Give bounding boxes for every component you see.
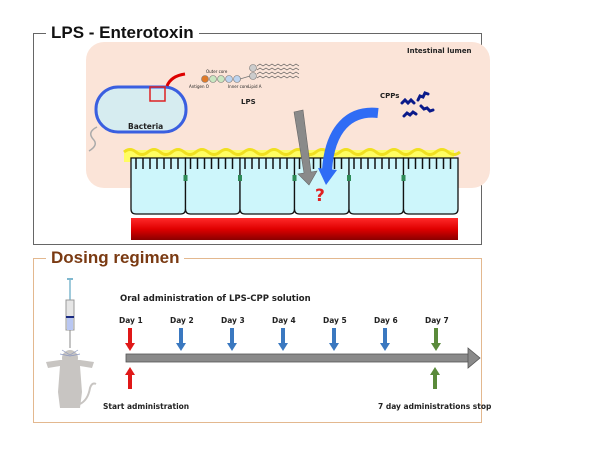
tight-junction [292, 175, 297, 181]
lumen-label: Intestinal lumen [407, 47, 472, 55]
lps-strand [165, 72, 186, 87]
day-arrow [227, 328, 237, 351]
bacteria-flagellum [88, 126, 98, 152]
day-arrow [431, 328, 441, 351]
lps-structure [201, 63, 300, 83]
bacteria-label: Bacteria [128, 122, 164, 131]
timeline-arrow [125, 347, 481, 369]
unknown-uptake-question: ? [315, 186, 325, 206]
panel2-border [33, 258, 482, 423]
outer-core-label: Outer core [206, 69, 228, 74]
day-label: Day 1 [119, 316, 143, 325]
epithelium [130, 157, 459, 215]
day-arrow [380, 328, 390, 351]
day-arrow [176, 328, 186, 351]
cpp-arrow [318, 107, 379, 185]
mouse-icon [46, 349, 97, 408]
day-label: Day 4 [272, 316, 296, 325]
day-label: Day 2 [170, 316, 194, 325]
day-label: Day 6 [374, 316, 398, 325]
stop-administration-label: 7 day administrations stop [378, 402, 492, 411]
day-arrow [125, 328, 135, 351]
start-administration-label: Start administration [103, 402, 190, 411]
tight-junction [238, 175, 242, 181]
day-label: Day 5 [323, 316, 347, 325]
day-label: Day 7 [425, 316, 449, 325]
dosing-heading: Oral administration of LPS-CPP solution [120, 294, 311, 304]
day-arrow [329, 328, 339, 351]
panel1-title: LPS - Enterotoxin [46, 23, 199, 43]
tight-junction [183, 175, 188, 181]
syringe-icon [65, 278, 75, 348]
stop-arrow [430, 367, 440, 389]
zoom-box [149, 86, 166, 102]
panel2-title: Dosing regimen [46, 248, 185, 268]
tight-junction [401, 175, 406, 181]
start-arrow [125, 367, 135, 389]
bacteria-cell [94, 85, 188, 134]
cpp-peptides [400, 91, 435, 118]
inner-core-label: Inner core [228, 84, 249, 89]
day-arrow [278, 328, 288, 351]
tight-junction [347, 175, 351, 181]
blood-vessel [131, 218, 458, 240]
lps-label: LPS [241, 98, 256, 106]
epithelial-cell [402, 157, 459, 215]
day-label: Day 3 [221, 316, 245, 325]
lps-arrow [293, 109, 318, 186]
antigen-o-label: Antigen O [189, 84, 209, 89]
cpps-label: CPPs [380, 92, 400, 100]
lipid-a-label: Lipid A [248, 84, 262, 89]
